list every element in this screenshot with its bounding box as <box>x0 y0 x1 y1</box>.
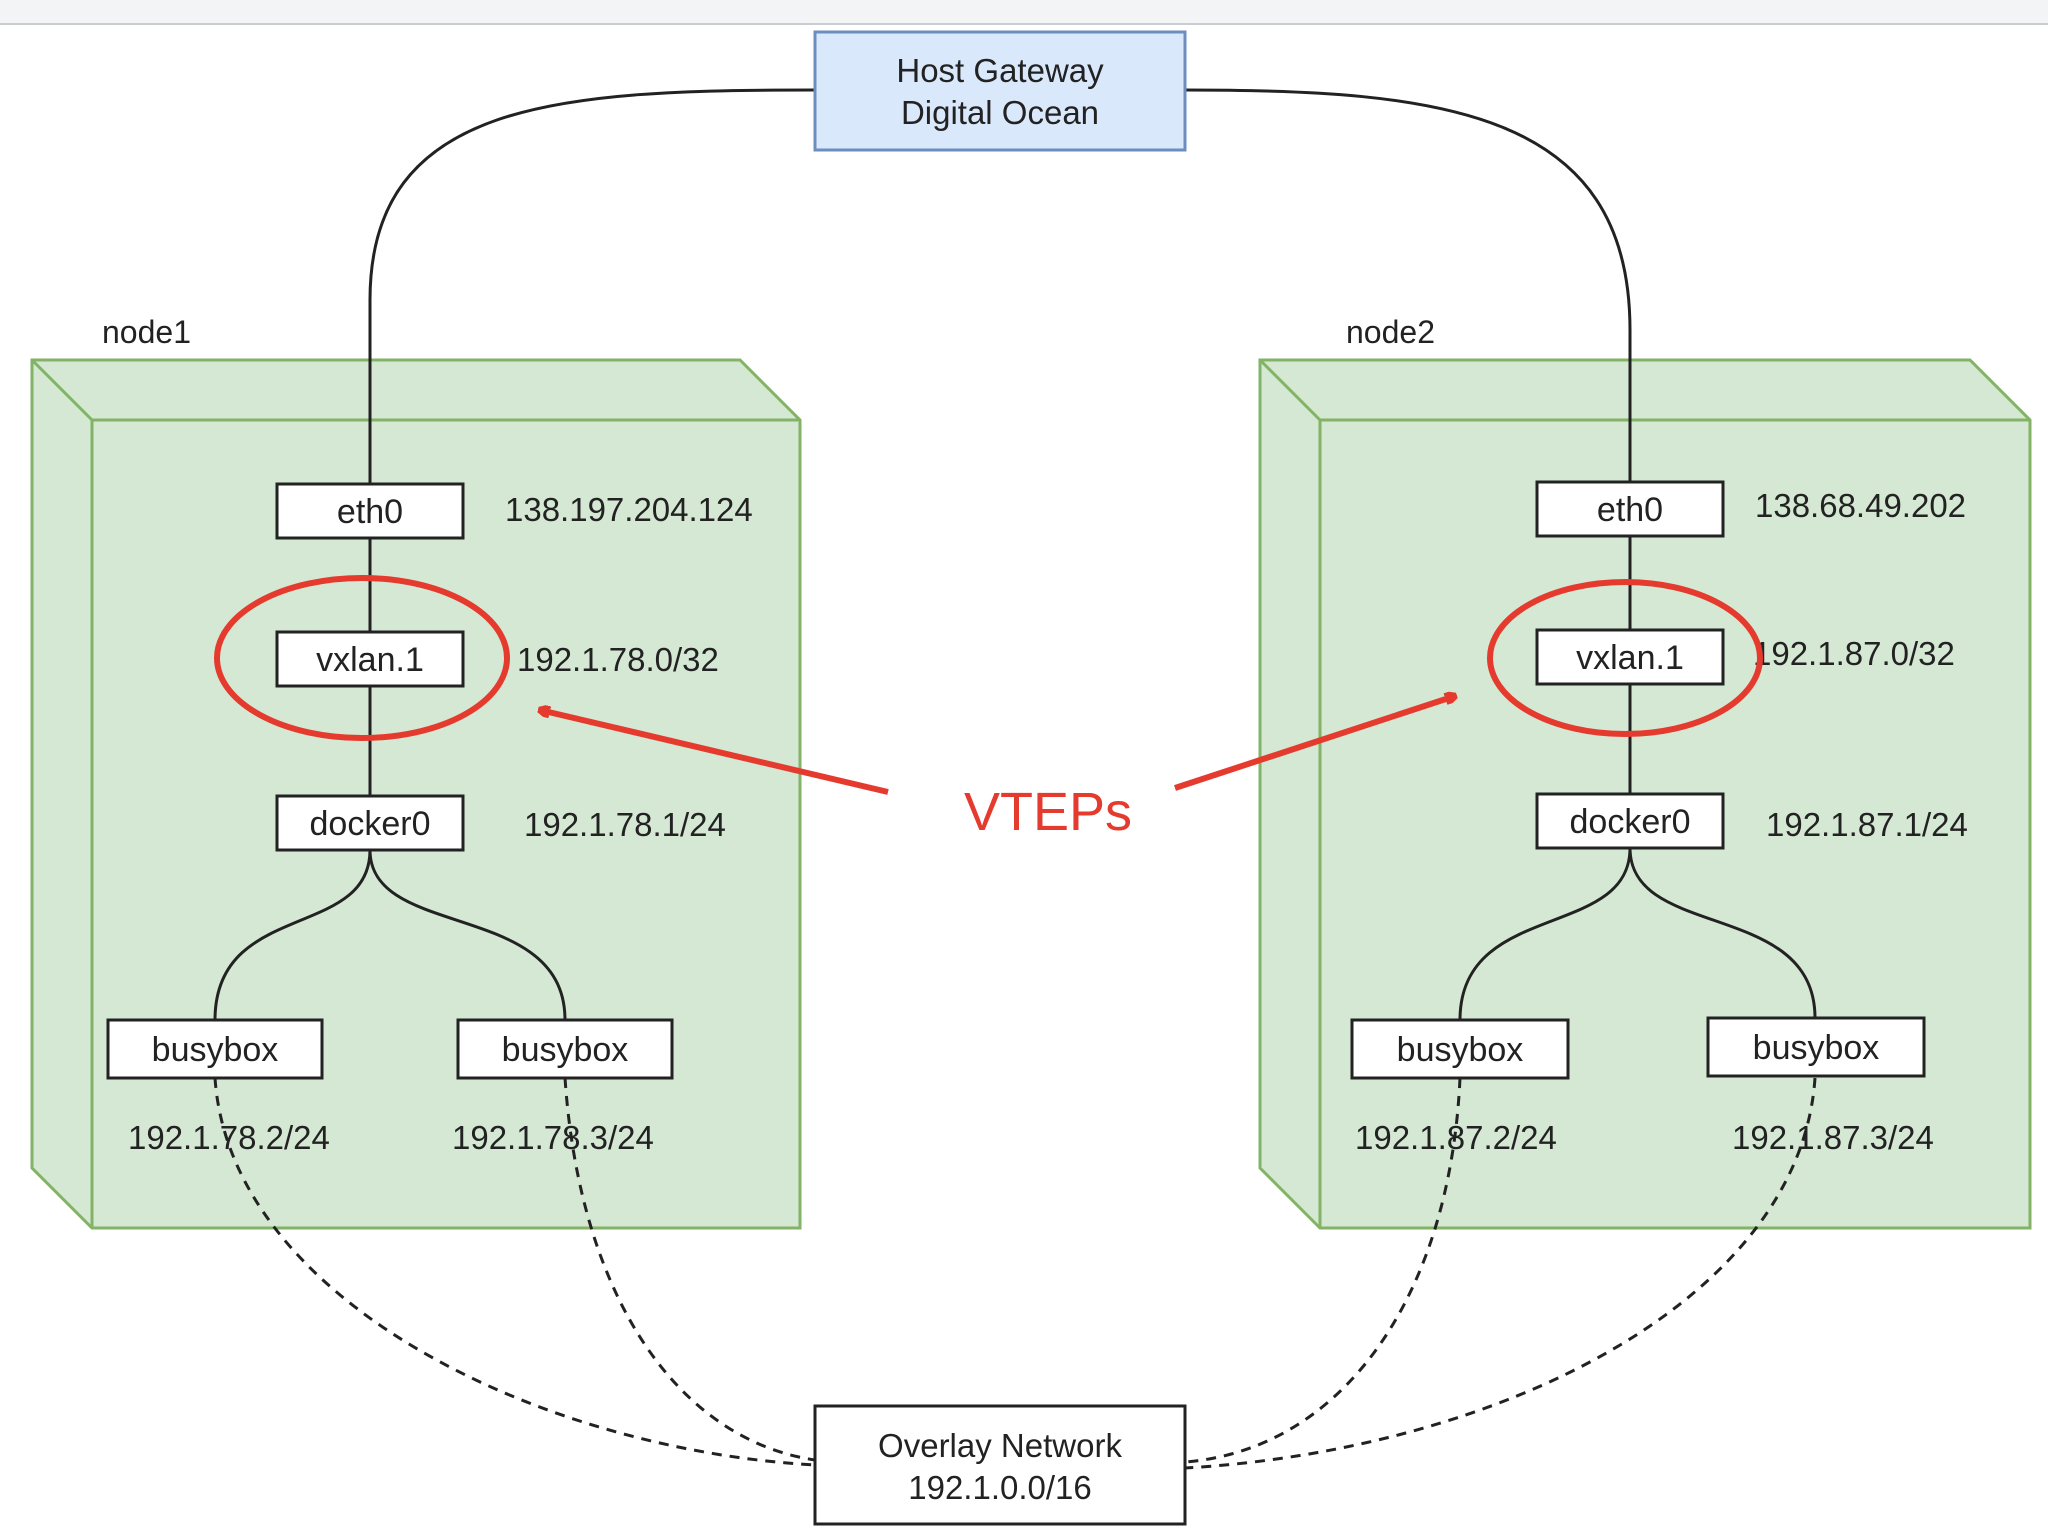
node1-box <box>30 358 802 1230</box>
host-gateway-provider: Digital Ocean <box>901 94 1099 131</box>
node2-vtep-highlight-ellipse <box>1487 579 1763 737</box>
node1-vxlan-label: vxlan.1 <box>316 641 424 679</box>
overlay-network-box <box>813 1404 1187 1526</box>
node1-eth0-ip: 138.197.204.124 <box>505 491 753 528</box>
node2-docker-to-busybox-b-line <box>1628 847 1817 1019</box>
node1-eth0-label: eth0 <box>337 493 403 531</box>
node2-eth0-ip: 138.68.49.202 <box>1755 487 1966 524</box>
overlay-connections <box>213 1077 1817 1470</box>
node1-vxlan-box <box>275 630 465 688</box>
node1-busybox-a-overlay-link <box>213 1077 816 1467</box>
node1-docker-to-busybox-a-line <box>213 849 372 1021</box>
node2-docker0-box <box>1535 792 1725 850</box>
node1-vtep-arrow <box>540 710 889 795</box>
node2-label: node2 <box>1346 314 1435 350</box>
node2-docker-to-busybox-a-line <box>1458 847 1632 1021</box>
node2-eth0-label: eth0 <box>1597 491 1663 529</box>
node2-busybox-a-label: busybox <box>1397 1031 1524 1069</box>
node2-vxlan-label: vxlan.1 <box>1576 639 1684 677</box>
node2-busybox-b-box <box>1706 1016 1926 1078</box>
node2-busybox-b-ip: 192.1.87.3/24 <box>1732 1119 1934 1156</box>
node1-vxlan-ip: 192.1.78.0/32 <box>517 641 719 678</box>
node1-busybox-a-box <box>106 1018 324 1080</box>
node1-busybox-a-ip: 192.1.78.2/24 <box>128 1119 330 1156</box>
node2-vtep-arrow <box>1174 696 1455 791</box>
node1-label: node1 <box>102 314 191 350</box>
host-gateway-title: Host Gateway <box>896 52 1104 89</box>
node2-busybox-a-box <box>1350 1018 1570 1080</box>
node2-docker0-ip: 192.1.87.1/24 <box>1766 806 1968 843</box>
vtep-highlights: VTEPs <box>214 575 1763 842</box>
node1-docker0-ip: 192.1.78.1/24 <box>524 806 726 843</box>
node1-docker0-box <box>275 794 465 852</box>
node1-docker-to-busybox-b-line <box>368 849 567 1021</box>
gateway-to-node2-line <box>1184 88 1632 482</box>
overlay-network: Overlay Network 192.1.0.0/16 <box>813 1404 1187 1526</box>
node1-busybox-b-overlay-link <box>563 1077 816 1462</box>
node1-vtep-highlight-ellipse <box>214 575 510 741</box>
node2-busybox-b-overlay-link <box>1184 1077 1817 1470</box>
node1-interfaces: eth0 138.197.204.124 vxlan.1 192.1.78.0/… <box>106 482 753 1156</box>
node1-busybox-b-label: busybox <box>502 1031 629 1069</box>
node2-busybox-b-label: busybox <box>1753 1029 1880 1067</box>
gateway-to-node1-line <box>368 88 816 484</box>
node1-eth0-box <box>275 482 465 540</box>
top-strip <box>0 0 2048 25</box>
overlay-network-cidr: 192.1.0.0/16 <box>908 1469 1092 1506</box>
node2-vxlan-ip: 192.1.87.0/32 <box>1753 635 1955 672</box>
node1-container: node1 <box>30 314 802 1230</box>
node2-container: node2 <box>1258 314 2032 1230</box>
node1-busybox-b-box <box>456 1018 674 1080</box>
host-gateway: Host Gateway Digital Ocean <box>813 30 1187 152</box>
host-gateway-box <box>813 30 1187 152</box>
vteps-label: VTEPs <box>964 782 1132 842</box>
node2-docker0-label: docker0 <box>1570 803 1691 841</box>
node2-busybox-a-ip: 192.1.87.2/24 <box>1355 1119 1557 1156</box>
node1-docker0-label: docker0 <box>310 805 431 843</box>
node1-busybox-a-label: busybox <box>152 1031 279 1069</box>
node2-interfaces: eth0 138.68.49.202 vxlan.1 192.1.87.0/32… <box>1350 480 1968 1156</box>
node2-vxlan-box <box>1535 628 1725 686</box>
node2-eth0-box <box>1535 480 1725 538</box>
solid-connections <box>213 88 1817 1021</box>
overlay-network-title: Overlay Network <box>878 1427 1122 1464</box>
top-strip-background <box>0 0 2048 24</box>
node1-busybox-b-ip: 192.1.78.3/24 <box>452 1119 654 1156</box>
node2-busybox-a-overlay-link <box>1184 1077 1462 1464</box>
